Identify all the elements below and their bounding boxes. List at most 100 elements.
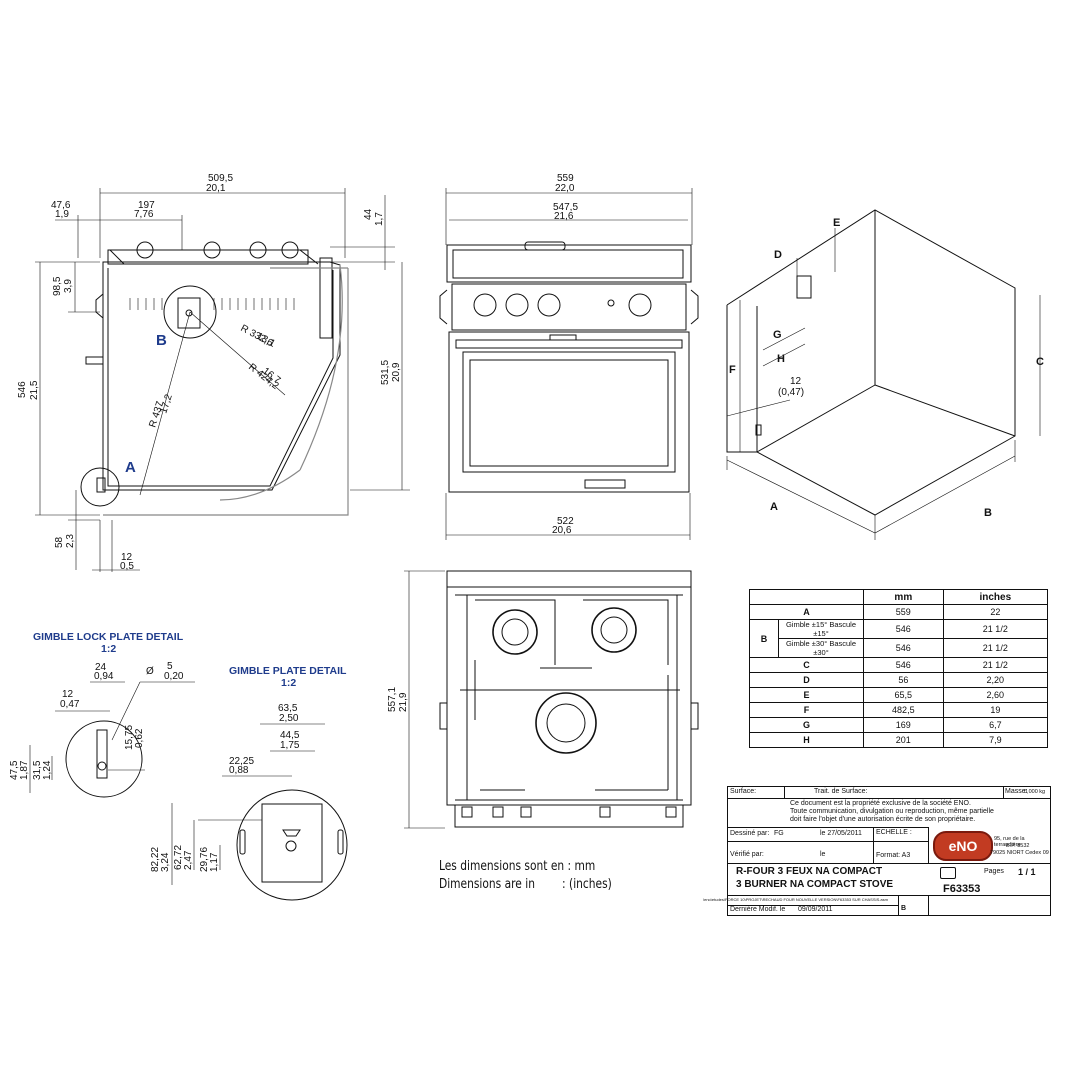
table-row: F 482,5 19	[749, 702, 1049, 718]
row-inches: 19	[942, 702, 1049, 718]
units-note-line-1: Les dimensions sont en : mm	[439, 859, 596, 874]
title-block: Surface: Trait. de Surface: Masse: 0,000…	[703, 786, 1051, 916]
iso-label-g: G	[773, 329, 782, 341]
iso-dim-047: (0,47)	[778, 387, 804, 398]
iso-view: A B C D E F G H 12 (0,47)	[726, 209, 1044, 540]
row-mm: 169	[863, 717, 944, 733]
row-mm: 559	[863, 604, 944, 620]
marker-b: B	[156, 332, 167, 349]
plate-d4-in: 3,24	[160, 852, 171, 872]
plate-d5-mm: 62,72	[173, 845, 184, 870]
tb-revision: B	[901, 905, 907, 912]
dim-531-mm: 531,5	[380, 360, 391, 385]
tb-title-fr: R-FOUR 3 FEUX NA COMPACT	[736, 866, 883, 877]
row-sub: Gimble ±30° Bascule ±30°	[778, 638, 864, 658]
table-row: B Gimble ±15° Bascule ±15° 546 21 1/2	[749, 619, 1049, 658]
tb-drawn-by: Dessiné par:	[730, 830, 770, 837]
tb-legal-1: Ce document est la propriété exclusive d…	[790, 800, 971, 807]
dim-98-in: 3,9	[63, 279, 74, 293]
table-row: E 65,5 2,60	[749, 687, 1049, 703]
dim-547-mm: 547,5	[553, 202, 578, 213]
lock-d5-mm: 47,5	[9, 760, 20, 780]
table-row: Gimble ±30° Bascule ±30° 546 21 1/2	[750, 638, 1049, 658]
table-header-mm: mm	[863, 589, 944, 605]
table-header-row: mm inches	[749, 589, 1049, 605]
table-row: G 169 6,7	[749, 717, 1049, 733]
tb-format: Format: A3	[876, 852, 911, 859]
dim-559-in: 22,0	[555, 183, 575, 194]
dim-547-in: 21,6	[554, 211, 574, 222]
lock-d2-mm: 5	[167, 661, 173, 672]
tb-checked-by: Vérifié par:	[730, 851, 764, 858]
iso-label-h: H	[777, 353, 785, 365]
lock-d4-mm: 15,75	[124, 725, 135, 750]
dim-44-mm: 44	[363, 208, 374, 220]
table-row: H 201 7,9	[749, 732, 1049, 748]
dim-98-mm: 98,5	[52, 276, 63, 296]
row-mm: 546	[863, 657, 944, 673]
dim-44-in: 1,7	[374, 212, 385, 226]
lock-d5-in: 1,87	[19, 760, 30, 780]
iso-label-b: B	[984, 507, 992, 519]
tb-address-1: 95, rue de la terraudière	[994, 836, 1025, 848]
lock-d2-in: 0,20	[164, 671, 184, 682]
tb-drawn-by-value: FG	[774, 830, 784, 837]
dim-557-mm: 557,1	[387, 687, 398, 712]
lock-d4-in: 0,62	[134, 728, 145, 748]
dim-197-in: 7,76	[134, 209, 154, 220]
dim-531-in: 20,9	[391, 362, 402, 382]
plate-detail-scale: 1:2	[281, 677, 296, 689]
plate-d2-in: 1,75	[280, 740, 300, 751]
lock-d6-mm: 31,5	[32, 760, 43, 780]
front-view: 559 22,0 547,5 21,6 522 20,6	[439, 173, 699, 540]
plate-d2-mm: 44,5	[280, 730, 300, 741]
dim-197-mm: 197	[138, 200, 155, 211]
iso-label-e: E	[833, 217, 840, 229]
dim-12-in: 0,5	[120, 561, 134, 572]
dim-509-mm: 509,5	[208, 173, 233, 184]
gimble-plate-detail: GIMBLE PLATE DETAIL 1:2 63,5 2,50 44,5 1…	[150, 665, 348, 901]
dim-546-mm: 546	[17, 381, 28, 398]
eno-logo: eNO	[933, 831, 993, 861]
tb-surface: Surface:	[730, 788, 757, 795]
plate-d1-in: 2,50	[279, 713, 299, 724]
dim-522-mm: 522	[557, 516, 574, 527]
dim-557-in: 21,9	[398, 692, 409, 712]
tb-pages-label: Pages	[984, 868, 1004, 875]
dim-522-in: 20,6	[552, 525, 572, 536]
dim-12-mm: 12	[121, 552, 133, 563]
row-mm: 56	[863, 672, 944, 688]
row-mm: 201	[863, 732, 944, 748]
dimension-table: mm inches A 559 22 B Gimble ±15° Bascule…	[749, 589, 1049, 748]
tb-legal-3: doit faire l'objet d'une autorisation éc…	[790, 816, 976, 823]
dim-58-in: 2,3	[65, 534, 76, 548]
tb-address-2: B.P. 8532	[1006, 843, 1030, 849]
units-note-line-2: Dimensions are in : (inches)	[439, 877, 612, 892]
projection-icon	[940, 867, 956, 879]
lock-d6-in: 1,24	[42, 760, 53, 780]
lock-plate-detail: GIMBLE LOCK PLATE DETAIL 1:2 24 0,94 Ø 5…	[9, 631, 195, 798]
dim-47-in: 1,9	[55, 209, 69, 220]
tb-title-en: 3 BURNER NA COMPACT STOVE	[736, 879, 894, 890]
iso-label-c: C	[1036, 356, 1044, 368]
row-sub: Gimble ±15° Bascule ±15°	[778, 619, 864, 639]
plate-d5-in: 2,47	[183, 850, 194, 870]
dim-47-mm: 47,6	[51, 200, 71, 211]
row-mm: 482,5	[863, 702, 944, 718]
row-inches: 22	[942, 604, 1049, 620]
plate-d3-mm: 22,25	[229, 756, 254, 767]
row-inches: 2,60	[942, 687, 1049, 703]
row-key: D	[749, 672, 864, 688]
lock-d3-in: 0,47	[60, 699, 80, 710]
row-key: C	[749, 657, 864, 673]
lock-detail-scale: 1:2	[101, 643, 116, 655]
tb-date: le 27/05/2011	[820, 830, 862, 837]
tb-masse-value: 0,000 kg	[1024, 789, 1046, 795]
iso-dim-12: 12	[790, 376, 802, 387]
row-inches: 2,20	[942, 672, 1049, 688]
tb-address-3: 79025 NIORT Cedex 09	[990, 850, 1049, 856]
table-row: C 546 21 1/2	[749, 657, 1049, 673]
row-key: F	[749, 702, 864, 718]
tb-checked-le: le	[820, 851, 826, 858]
